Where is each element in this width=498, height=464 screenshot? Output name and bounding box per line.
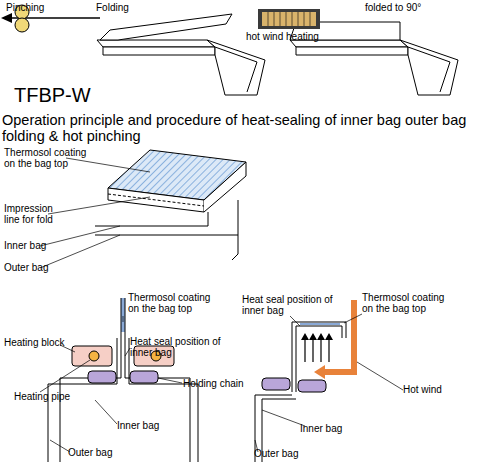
heating-pipe [89, 351, 99, 361]
part-label: Outer bag [254, 448, 298, 459]
outer-bag-line [48, 338, 198, 462]
part-label: folded to 90° [365, 2, 421, 13]
part-label: Outer bag [68, 447, 112, 458]
diagram-caption: Operation principle and procedure of hea… [2, 112, 492, 144]
impression-line [108, 194, 204, 206]
leader-line [40, 158, 150, 268]
outer-bag-line [95, 200, 238, 260]
inner-bag-line [60, 298, 190, 462]
leader-line [255, 314, 403, 452]
coating-strip [300, 323, 340, 325]
fold-panel [108, 188, 204, 212]
fold-flap [100, 14, 232, 40]
part-label: Heating block [4, 337, 65, 348]
bag-folding [97, 40, 265, 95]
heating-pipe [151, 351, 161, 361]
part-label: Thermosol coating on the bag top [4, 147, 99, 169]
holding-chain [88, 371, 116, 383]
part-label: Outer bag [4, 262, 48, 273]
hot-wind-arrowhead [314, 365, 325, 379]
part-label: Heat seal position of inner bag [242, 294, 337, 316]
part-label: Folding [96, 2, 129, 13]
bag-body-line [255, 395, 296, 462]
part-label: Inner bag [117, 420, 159, 431]
part-label: Pinching [6, 2, 44, 13]
diagram-title: TFBP-W [14, 84, 91, 107]
pinch-roller [15, 18, 29, 32]
part-label: Hot wind [403, 384, 442, 395]
part-label: hot wind heating [246, 31, 319, 42]
part-label: Heating pipe [14, 391, 70, 402]
part-label: Thermosol coating on the bag top [128, 292, 223, 314]
inner-bag-line [296, 326, 342, 392]
heating-block [134, 346, 174, 366]
holding-chain [262, 378, 290, 390]
leader-line [40, 316, 182, 452]
outer-bag-line [292, 322, 346, 392]
travel-arrowhead [1, 13, 12, 23]
heater-grid [268, 12, 310, 26]
inner-bag-line [95, 212, 208, 226]
panel-side [204, 162, 246, 212]
coating-strip [121, 298, 125, 332]
heater-mesh [262, 12, 316, 26]
pinch-roller [15, 5, 29, 19]
heat-arrowhead [301, 333, 333, 340]
holding-chain [298, 380, 326, 392]
part-label: Inner bag [300, 423, 342, 434]
part-label: Thermosol coating on the bag top [362, 292, 457, 314]
part-label: Impression line for fold [4, 203, 70, 225]
holding-chain [130, 371, 158, 383]
bag-folded [290, 40, 458, 95]
part-label: Inner bag [4, 240, 46, 251]
part-label: Holding chain [183, 378, 244, 389]
heater-body [258, 9, 320, 29]
heating-block [72, 346, 112, 366]
part-label: Heat seal position of inner bag [130, 336, 225, 358]
